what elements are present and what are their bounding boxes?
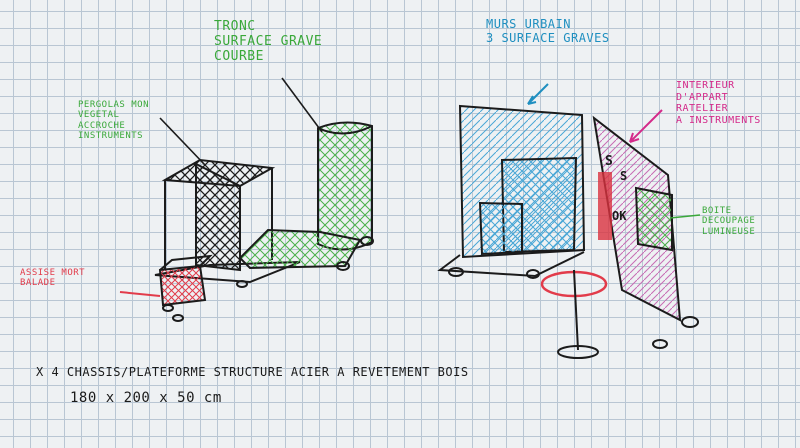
label-assise: ASSISE MORT BALADE: [20, 268, 85, 289]
assise-box: [120, 256, 210, 321]
murs-urbain-panels: [440, 84, 584, 278]
label-interieur: INTERIEUR D'APPART RATELIER A INSTRUMENT…: [676, 80, 761, 126]
caption-line-2: 180 x 200 x 50 cm: [70, 390, 222, 406]
label-boite: BOITE DECOUPAGE LUMINEUSE: [702, 206, 755, 237]
label-pergolas: PERGOLAS MON VEGETAL ACCROCHE INSTRUMENT…: [78, 100, 149, 141]
svg-text:S: S: [620, 169, 627, 183]
caption-line-1: X 4 CHASSIS/PLATEFORME STRUCTURE ACIER A…: [36, 366, 469, 380]
svg-text:S: S: [605, 154, 613, 169]
label-tronc: TRONC SURFACE GRAVE COURBE: [214, 20, 322, 65]
label-murs-urbain: MURS URBAIN 3 SURFACE GRAVES: [486, 18, 610, 46]
svg-text:OK: OK: [612, 209, 627, 223]
tronc-cylinder: [237, 122, 373, 287]
